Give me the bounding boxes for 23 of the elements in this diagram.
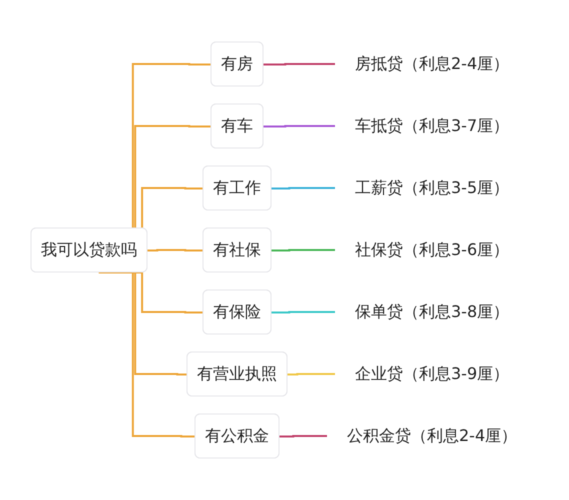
connector	[288, 373, 336, 376]
node-text: 有车	[221, 116, 254, 135]
connector	[280, 435, 328, 438]
connector	[99, 272, 196, 438]
connector	[264, 63, 336, 66]
node-text: 车抵贷（利息3-7厘）	[355, 116, 510, 135]
node-text: 企业贷（利息3-9厘）	[355, 364, 510, 383]
node-text: 有营业执照	[197, 364, 278, 383]
connector	[264, 125, 336, 128]
node-text: 房抵贷（利息2-4厘）	[355, 54, 510, 73]
node-text: 有保险	[213, 302, 262, 321]
node-text: 有社保	[213, 240, 262, 259]
node-text: 有工作	[213, 178, 262, 197]
node-text: 有公积金	[205, 426, 270, 445]
node-text: 公积金贷（利息2-4厘）	[347, 426, 518, 445]
node-text: 工薪贷（利息3-5厘）	[355, 178, 510, 197]
node-text: 有房	[221, 54, 254, 73]
node-text: 保单贷（利息3-8厘）	[355, 302, 510, 321]
connector	[272, 187, 336, 190]
node-text: 社保贷（利息3-6厘）	[355, 240, 510, 259]
connector	[272, 249, 336, 252]
connector	[148, 249, 204, 252]
connector	[272, 311, 336, 314]
